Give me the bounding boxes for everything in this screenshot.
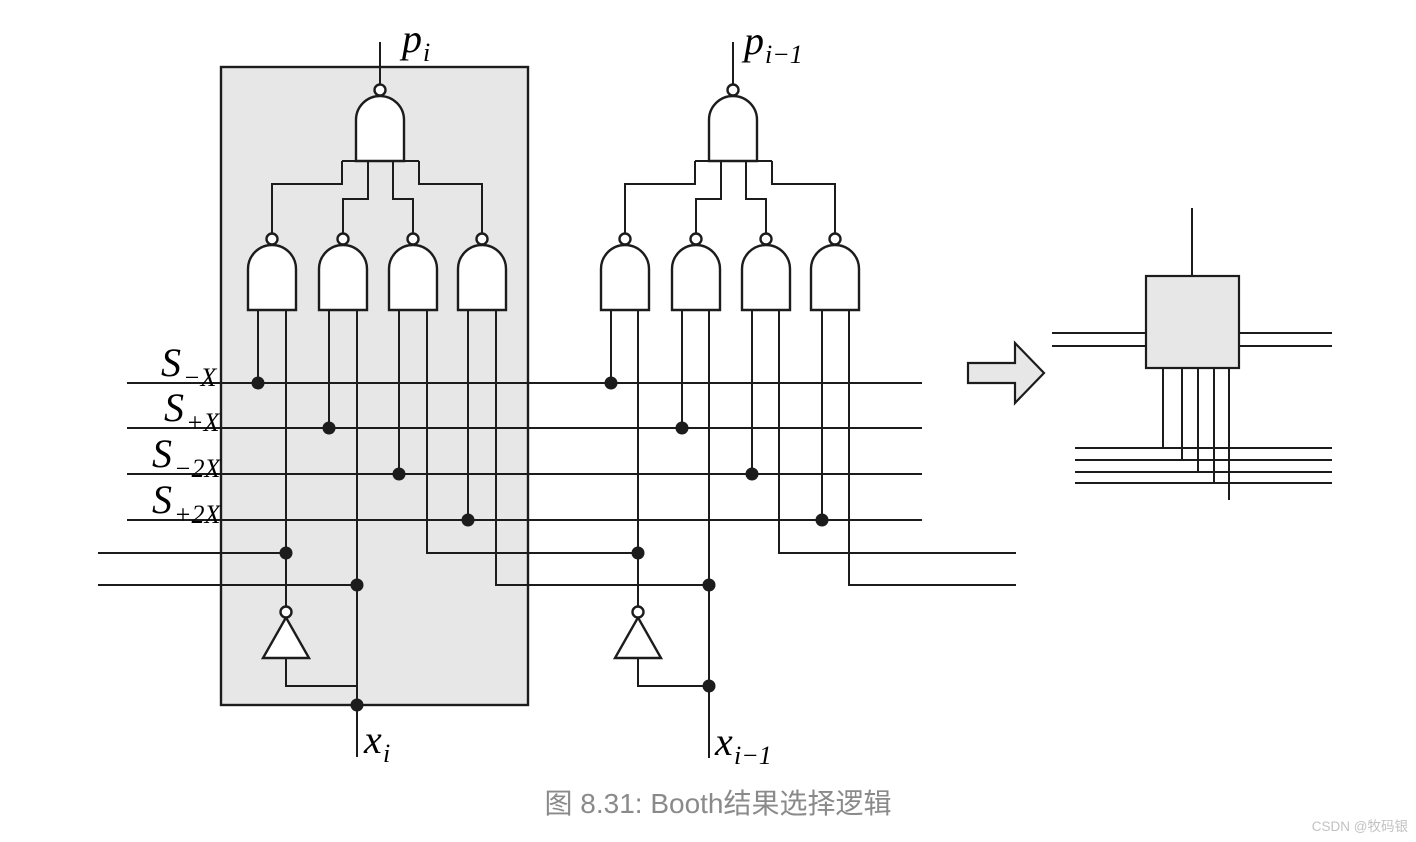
junction-dot [745,467,759,481]
inverter-i1 [613,605,663,660]
label-s-neg2x-base: S [152,431,172,476]
junction-dot [461,513,475,527]
abstraction-group [966,208,1332,500]
abstract-x-pass-lines [1052,332,1332,347]
watermark-text: CSDN @牧码银 [1312,819,1409,834]
label-xi1-base: x [714,719,733,764]
label-pi1-base: p [741,18,764,63]
junction-dot [702,578,716,592]
label-s-negx-base: S [161,340,181,385]
junction-dot [815,513,829,527]
junction-dot [350,578,364,592]
label-s-posx-base: S [164,385,184,430]
junction-dot [604,376,618,390]
nand-gate-neg2x-i1 [740,232,792,312]
booth-cell-i1-wires [610,42,1016,758]
junction-dot [702,679,716,693]
nand-gate-posx-i1 [670,232,722,312]
label-s-negx-sub: −X [183,363,218,392]
label-xi-sub: i [383,739,390,768]
junction-dot [392,467,406,481]
label-pi-sub: i [423,38,430,67]
abstract-cell-block [1144,274,1241,370]
cell-boundary-box [219,65,530,707]
label-xi-base: x [363,717,382,762]
junction-dot [251,376,265,390]
abstract-select-taps [1162,368,1230,500]
abstract-select-bus [1075,447,1332,484]
right-block-arrow-icon [966,340,1046,406]
label-s-pos2x-sub: +2X [174,500,222,529]
gate-tree-routing-i1 [624,160,836,234]
xi1-tap-wire [426,310,638,554]
select-input-stubs-i [257,310,469,520]
junction-dot [322,421,336,435]
inverter-input-elbow-i1 [637,658,709,687]
label-s-posx-sub: +X [186,408,221,437]
nand-gate-pos2x-i1 [809,232,861,312]
select-lines [127,382,922,521]
junction-dot [279,546,293,560]
xi2-tap-wire [778,310,1016,554]
label-pi-base: p [399,16,422,61]
junction-dot [631,546,645,560]
xi2b-tap-wire [848,310,1016,586]
label-pi1-sub: i−1 [765,40,803,69]
junction-dot [675,421,689,435]
inverter-input-elbow-i [285,658,357,687]
figure-caption: 图 8.31: Booth结果选择逻辑 [544,788,891,819]
junction-dot [350,698,364,712]
nand-gate-negx-i1 [599,232,651,312]
label-s-pos2x-base: S [152,477,172,522]
junction-dots [251,376,829,712]
x-feed-lines-left [98,552,357,586]
signal-labels: p i p i−1 x i x i−1 S −X S +X S −2X S +2… [152,16,803,770]
label-s-neg2x-sub: −2X [174,454,222,483]
select-input-stubs-i1 [610,310,823,520]
label-xi1-sub: i−1 [734,741,772,770]
nand-gate-output-i1 [707,83,759,163]
booth-cell-i1-gates [599,83,861,660]
